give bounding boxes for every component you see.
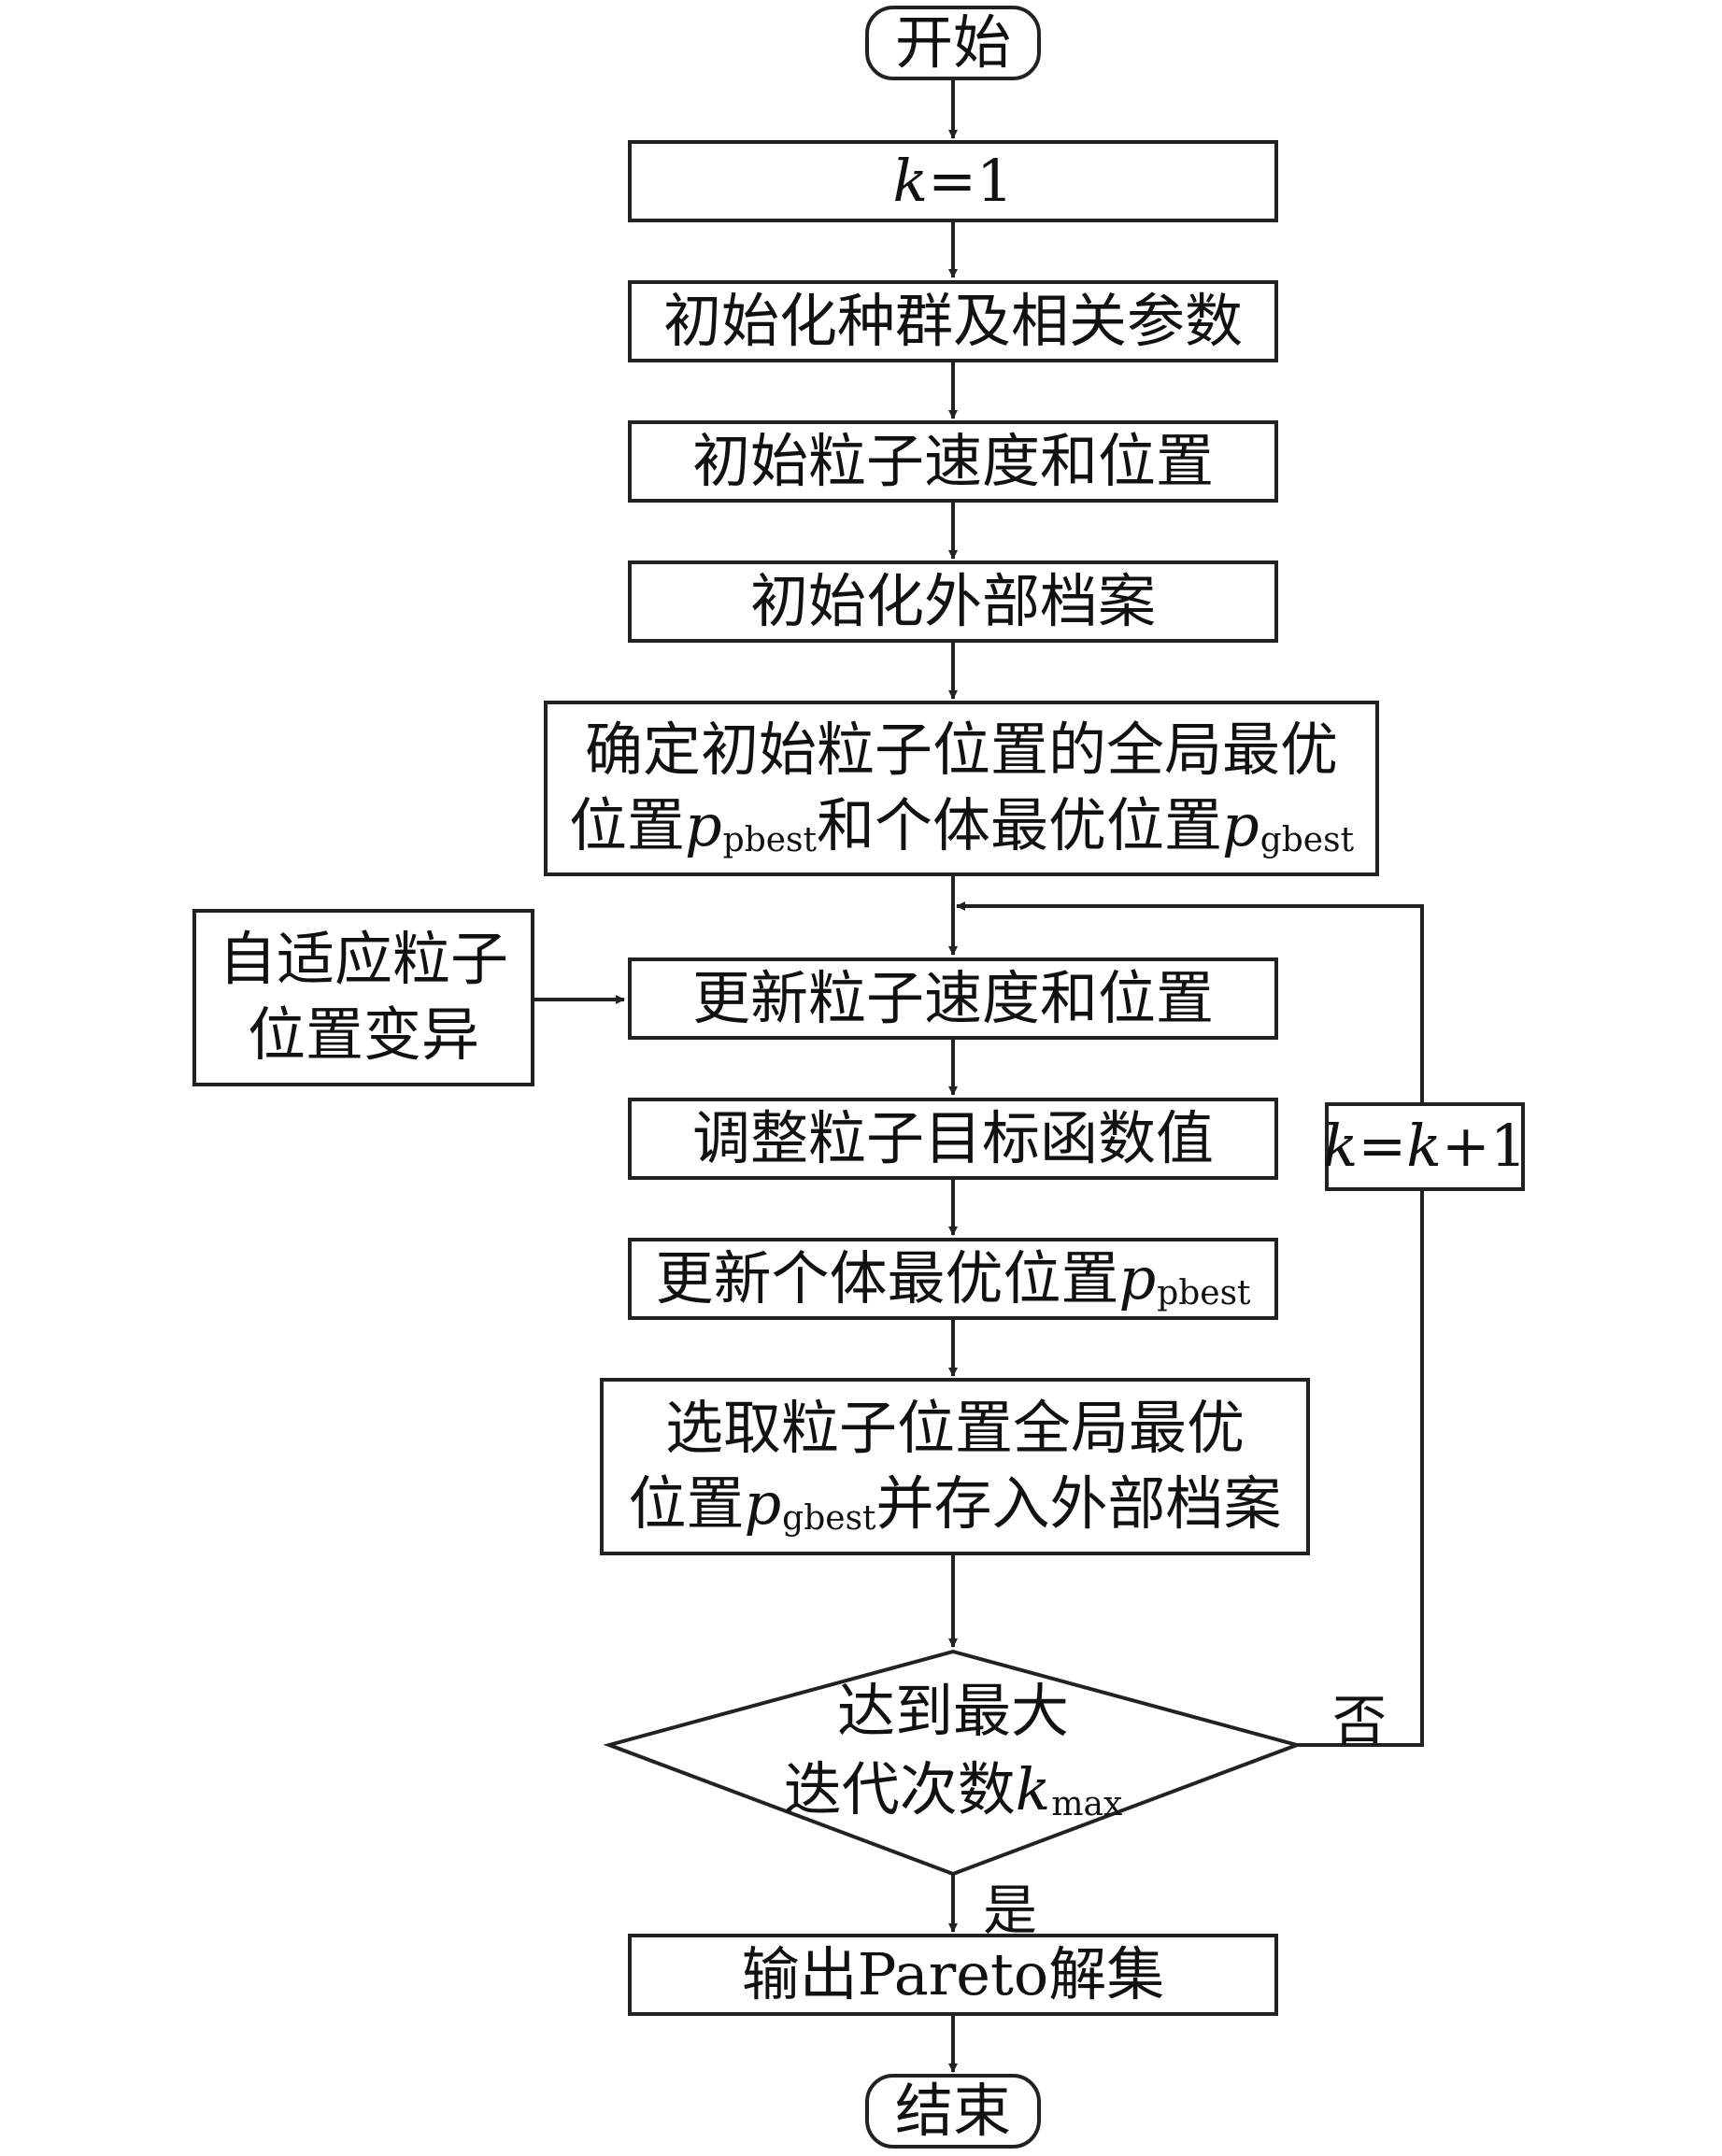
- adjust-objective-label: 调整粒子目标函数值: [691, 1103, 1214, 1172]
- output-label: 输出Pareto解集: [741, 1939, 1165, 2008]
- init-k-label: k=1: [892, 146, 1014, 215]
- output-box: 输出Pareto解集: [628, 1934, 1278, 2016]
- update-pbest-label: 更新个体最优位置ppbest: [655, 1243, 1251, 1312]
- init-k-box: k=1: [628, 140, 1278, 222]
- select-gbest-line2: 位置pgbest并存入外部档案: [628, 1469, 1282, 1538]
- init-population-label: 初始化种群及相关参数: [662, 286, 1243, 355]
- start-terminal: 开始: [865, 6, 1041, 80]
- start-label: 开始: [894, 7, 1011, 77]
- decision-label: 达到最大 迭代次数kmax: [783, 1677, 1123, 1823]
- determine-best-line2: 位置ppbest和个体最优位置pgbest: [568, 791, 1355, 859]
- update-particles-label: 更新粒子速度和位置: [691, 963, 1214, 1032]
- determine-best-box: 确定初始粒子位置的全局最优 位置ppbest和个体最优位置pgbest: [544, 701, 1379, 876]
- init-archive-box: 初始化外部档案: [628, 560, 1278, 643]
- end-label: 结束: [894, 2076, 1011, 2145]
- init-particles-label: 初始粒子速度和位置: [691, 426, 1214, 495]
- increment-k-box: k=k+1: [1322, 1102, 1528, 1191]
- decision-diamond: [603, 1649, 1303, 1877]
- mutation-line1: 自适应粒子: [218, 925, 508, 994]
- select-gbest-box: 选取粒子位置全局最优 位置pgbest并存入外部档案: [600, 1378, 1310, 1555]
- init-particles-box: 初始粒子速度和位置: [628, 420, 1278, 503]
- mutation-box: 自适应粒子 位置变异: [192, 909, 534, 1086]
- select-gbest-line1: 选取粒子位置全局最优: [664, 1394, 1245, 1463]
- end-terminal: 结束: [865, 2074, 1041, 2149]
- increment-k-label: k=k+1: [1322, 1112, 1528, 1181]
- update-particles-box: 更新粒子速度和位置: [628, 957, 1278, 1040]
- mutation-line2: 位置变异: [247, 1000, 479, 1069]
- yes-branch-label: 是: [983, 1879, 1038, 1942]
- loop-no-branch: [956, 901, 1424, 1747]
- update-pbest-box: 更新个体最优位置ppbest: [628, 1238, 1278, 1320]
- determine-best-line1: 确定初始粒子位置的全局最优: [584, 716, 1338, 785]
- init-population-box: 初始化种群及相关参数: [628, 280, 1278, 362]
- init-archive-label: 初始化外部档案: [749, 566, 1156, 635]
- adjust-objective-box: 调整粒子目标函数值: [628, 1098, 1278, 1180]
- no-branch-label: 否: [1332, 1689, 1388, 1752]
